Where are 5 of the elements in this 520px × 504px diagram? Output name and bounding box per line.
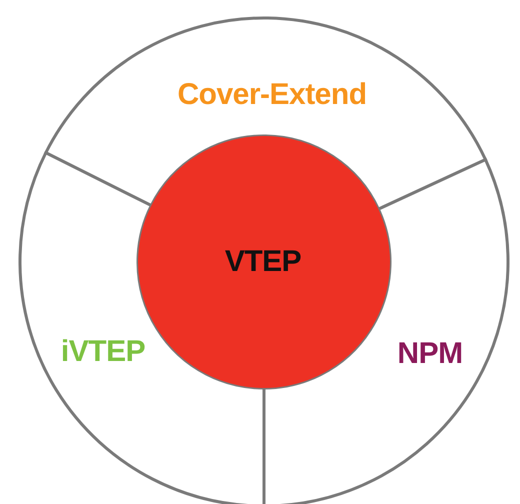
center-label: VTEP: [224, 245, 302, 279]
segment-label: NPM: [397, 337, 463, 371]
segment-label: iVTEP: [60, 335, 146, 369]
segment-label: Cover-Extend: [177, 78, 367, 112]
ring-segment: [44, 16, 487, 211]
